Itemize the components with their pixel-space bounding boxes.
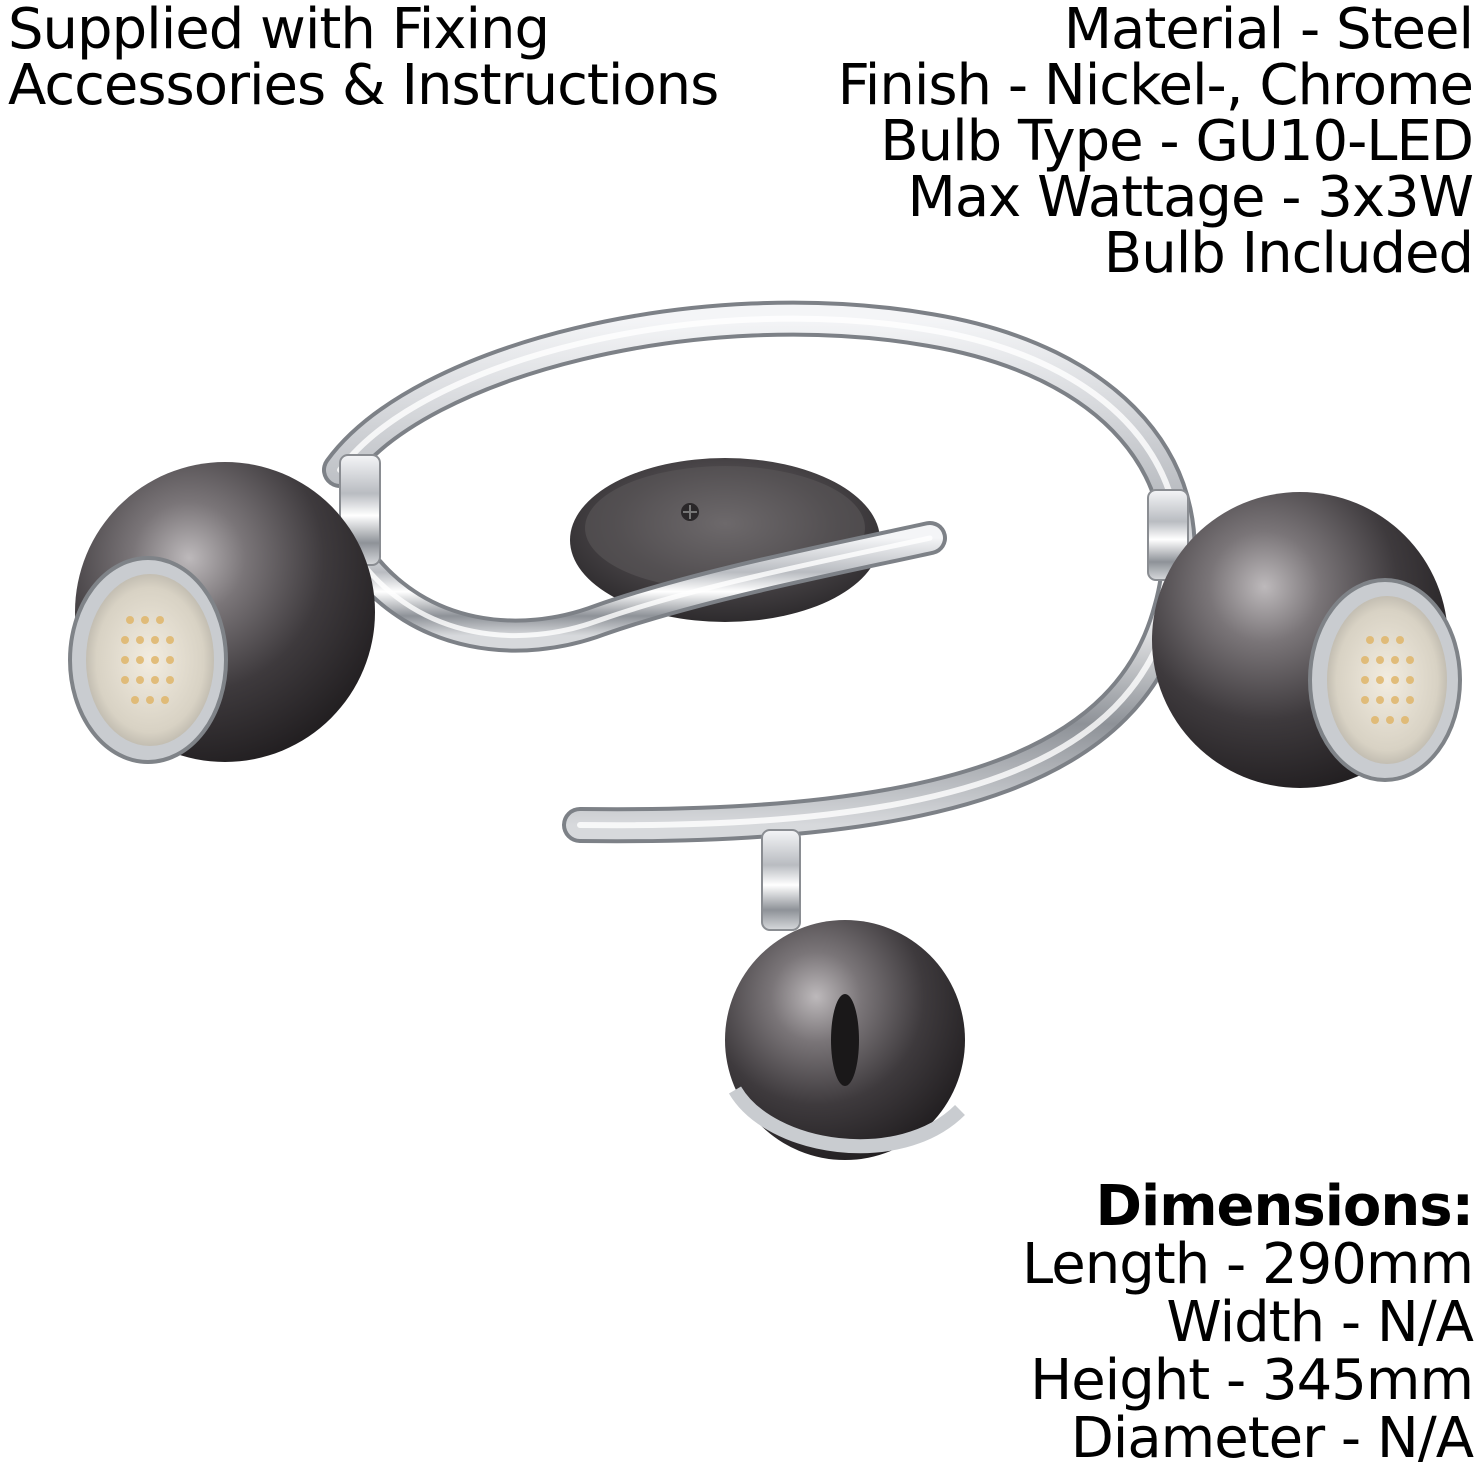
dimension-width: Width - N/A (1166, 1290, 1474, 1355)
dimension-diameter: Diameter - N/A (1070, 1406, 1474, 1471)
spec-finish: Finish - Nickel-, Chrome (837, 53, 1474, 118)
supply-note: Supplied with Fixing Accessories & Instr… (8, 0, 719, 118)
spotlight-bottom (725, 920, 965, 1160)
dimension-height: Height - 345mm (1030, 1348, 1474, 1413)
spotlight-left (68, 462, 375, 764)
chrome-spiral-arm (322, 300, 1197, 844)
spec-max-wattage: Max Wattage - 3x3W (907, 165, 1475, 230)
spec-bulb-included: Bulb Included (1103, 221, 1474, 286)
dimension-length: Length - 290mm (1022, 1232, 1474, 1297)
dimensions-heading: Dimensions: (1095, 1174, 1474, 1239)
spec-bulb-type: Bulb Type - GU10-LED (880, 109, 1474, 174)
spotlight-right (1152, 492, 1462, 788)
specs-list: Material - Steel Finish - Nickel-, Chrom… (837, 0, 1475, 286)
dimensions-list: Dimensions: Length - 290mm Width - N/A H… (1022, 1174, 1474, 1471)
spec-material: Material - Steel (1063, 0, 1474, 62)
supply-note-line-1: Supplied with Fixing (8, 0, 550, 62)
supply-note-line-2: Accessories & Instructions (8, 53, 719, 118)
